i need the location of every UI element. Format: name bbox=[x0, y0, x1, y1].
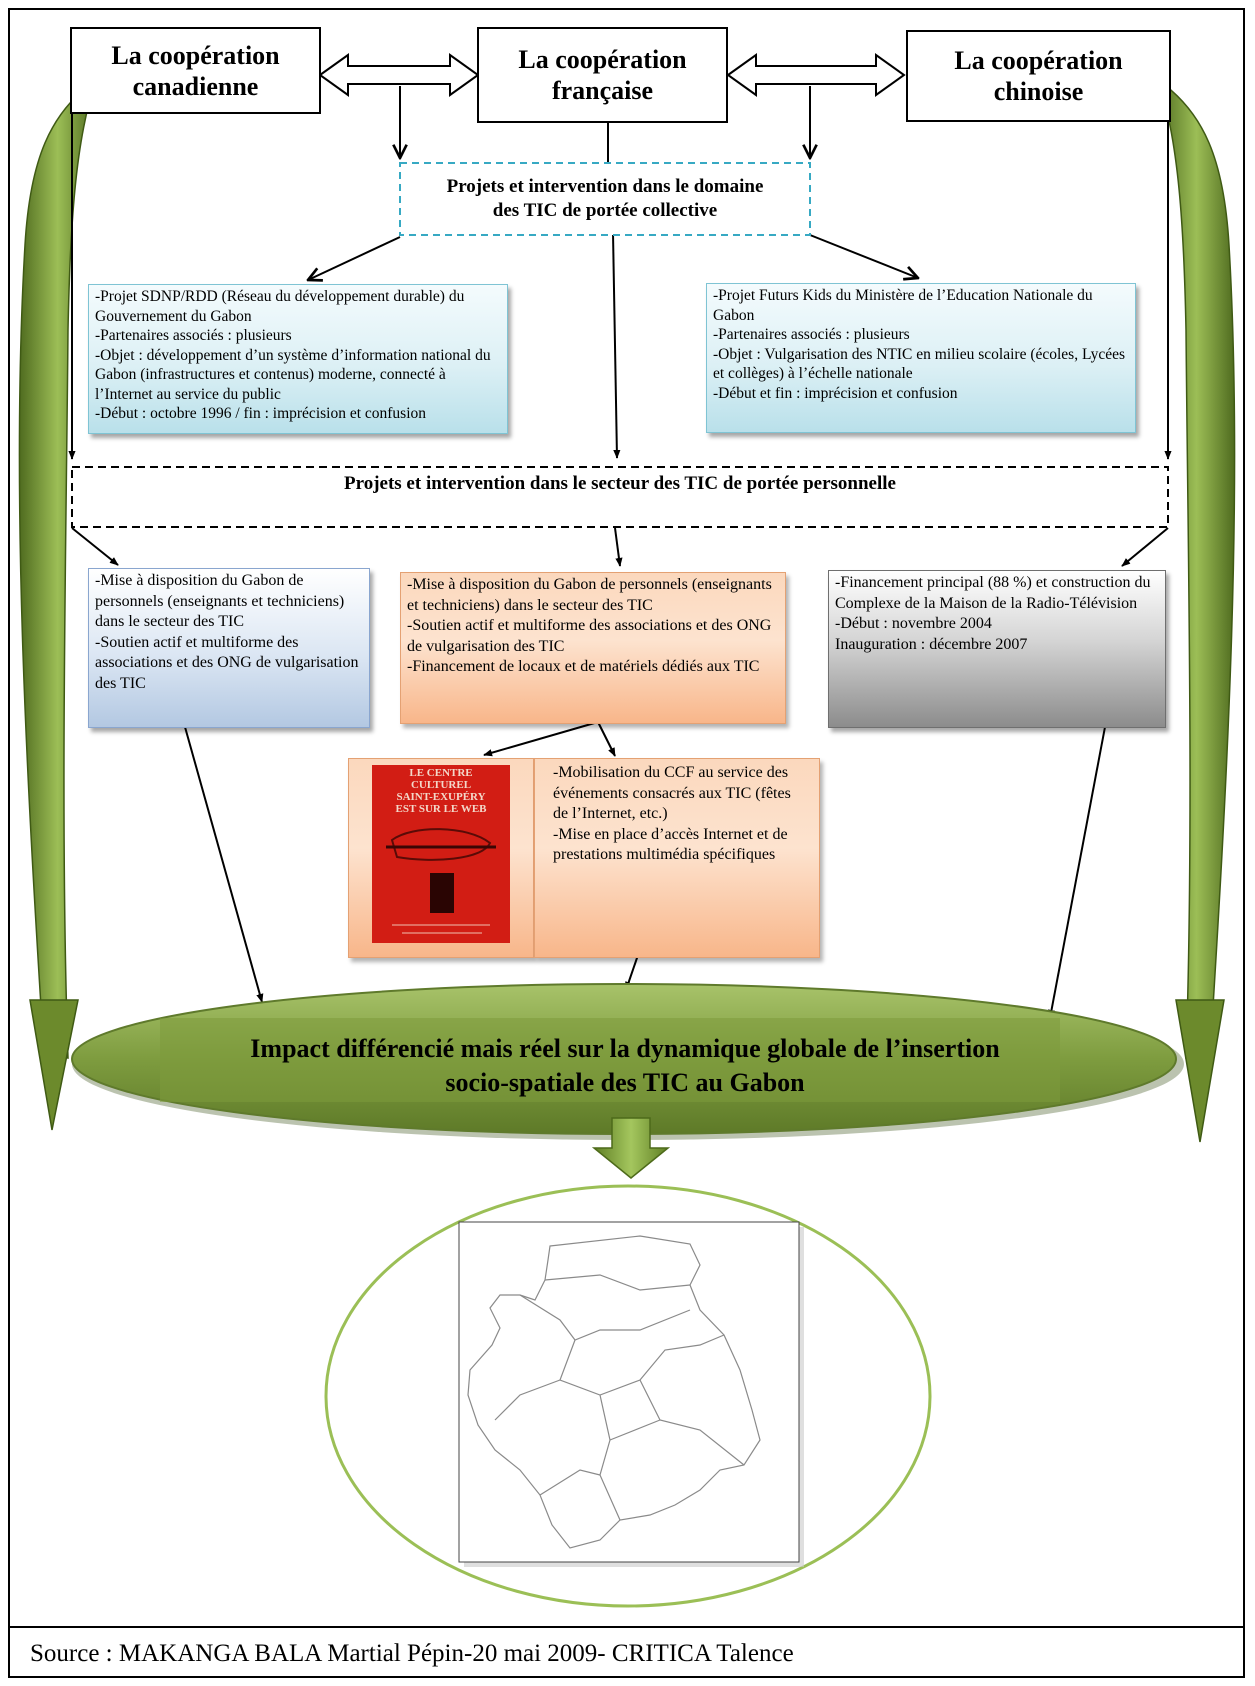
collective-project-futurs-kids: -Projet Futurs Kids du Ministère de l’Ed… bbox=[706, 283, 1136, 433]
arrow-collective-to-personal bbox=[612, 232, 621, 459]
arrow-france-to-ccf bbox=[483, 721, 599, 757]
collective-project-sdnp: -Projet SDNP/RDD (Réseau du développemen… bbox=[88, 284, 508, 434]
gabon-outline bbox=[467, 1235, 761, 1549]
arrow-personal-to-china bbox=[1121, 527, 1169, 567]
source-citation: Source : MAKANGA BALA Martial Pépin-20 m… bbox=[30, 1640, 794, 1667]
green-down-arrow bbox=[591, 1117, 671, 1179]
cooperation-canadienne-box: La coopération canadienne bbox=[70, 27, 321, 114]
gabon-map bbox=[467, 1235, 761, 1549]
province-border-6 bbox=[599, 1394, 621, 1521]
cooperation-canadienne-label: La coopération canadienne bbox=[111, 40, 280, 101]
source-bar: Source : MAKANGA BALA Martial Pépin-20 m… bbox=[8, 1626, 1245, 1678]
arrow-china-to-impact bbox=[1047, 726, 1106, 1019]
double-arrow-right bbox=[726, 53, 906, 97]
arrow-collective-to-left bbox=[308, 236, 401, 280]
ccf-poster-text: LE CENTRE CULTUREL SAINT-EXUPÉRY EST SUR… bbox=[395, 767, 487, 815]
ccf-poster-image: LE CENTRE CULTUREL SAINT-EXUPÉRY EST SUR… bbox=[372, 765, 510, 943]
map-frame bbox=[458, 1221, 800, 1563]
personal-france-box: -Mise à disposition du Gabon de personne… bbox=[400, 572, 786, 724]
personal-china-box: -Financement principal (88 %) et constru… bbox=[828, 570, 1166, 728]
right-curved-arrow bbox=[1156, 78, 1236, 1059]
cooperation-chinoise-label: La coopération chinoise bbox=[954, 46, 1123, 106]
impact-band bbox=[160, 1018, 1060, 1102]
personal-canada-box: -Mise à disposition du Gabon de personne… bbox=[88, 568, 370, 728]
arrow-france-to-ccf-right bbox=[597, 721, 616, 757]
province-border-4 bbox=[494, 1379, 561, 1421]
left-curved-arrow bbox=[18, 78, 98, 1059]
collective-projects-title: Projets et intervention dans le domaine … bbox=[446, 176, 764, 221]
impact-label: Impact différencié mais réel sur la dyna… bbox=[250, 1034, 1000, 1097]
province-border-7 bbox=[609, 1419, 661, 1441]
province-border-5 bbox=[639, 1379, 745, 1466]
personal-projects-title: Projets et intervention dans le secteur … bbox=[344, 473, 896, 494]
arrow-personal-to-france bbox=[614, 527, 623, 567]
left-curved-arrow-head bbox=[29, 999, 79, 1131]
cooperation-francaise-box: La coopération française bbox=[477, 27, 728, 123]
province-border-8 bbox=[539, 1469, 601, 1496]
cooperation-chinoise-box: La coopération chinoise bbox=[906, 30, 1171, 122]
arrow-personal-to-canada bbox=[71, 527, 119, 566]
province-border-2 bbox=[519, 1294, 691, 1341]
province-border-1 bbox=[544, 1274, 691, 1291]
cooperation-francaise-label: La coopération française bbox=[518, 45, 687, 105]
collective-dashed-box bbox=[399, 162, 811, 236]
ccf-poster-drawing bbox=[386, 828, 496, 934]
arrow-canada-to-impact bbox=[184, 726, 264, 1003]
figure-frame bbox=[8, 8, 1245, 1678]
arrow-collective-to-right bbox=[809, 234, 918, 278]
personal-dashed-box bbox=[71, 466, 1169, 528]
right-curved-arrow-head bbox=[1175, 999, 1225, 1143]
ccf-description-box: -Mobilisation du CCF au service des évén… bbox=[534, 758, 820, 958]
